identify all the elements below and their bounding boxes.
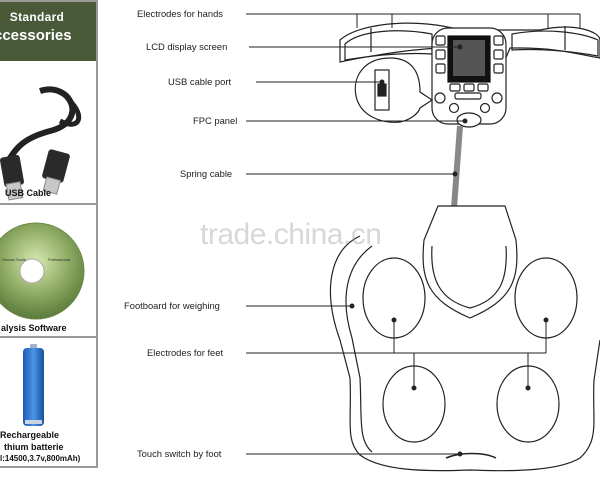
button — [491, 92, 503, 104]
usb-cable-icon — [0, 86, 82, 201]
label-footboard: Footboard for weighing — [124, 300, 220, 311]
battery-icon — [23, 344, 44, 426]
button — [448, 102, 460, 114]
usb-cable-caption: USB Cable — [5, 188, 52, 198]
label-usb-port: USB cable port — [168, 76, 232, 87]
panel-divider — [0, 203, 96, 205]
label-electrodes-hands: Electrodes for hands — [137, 8, 223, 19]
software-cd-icon: Human Scale Professional — [0, 222, 85, 320]
footboard — [329, 235, 600, 472]
label-lcd-screen: LCD display screen — [146, 41, 228, 52]
label-fpc-panel: FPC panel — [193, 115, 238, 126]
usb-port-bubble — [354, 57, 434, 123]
button — [479, 102, 491, 114]
label-touch-switch: Touch switch by foot — [137, 448, 222, 459]
label-electrodes-feet: Electrodes for feet — [147, 347, 224, 358]
cable-holder — [422, 205, 518, 319]
svg-text:Human Scale: Human Scale — [2, 257, 27, 262]
fpc-panel — [456, 112, 482, 128]
button — [434, 92, 446, 104]
accessories-header: Standard ccessories — [0, 2, 96, 61]
label-spring-cable: Spring cable — [180, 168, 233, 179]
battery-caption-line2: thium batterie — [4, 442, 64, 452]
accessories-panel: Standard ccessories USB Cable Human Scal… — [0, 0, 98, 468]
watermark: trade.china.cn — [200, 218, 382, 251]
right-hand-electrode — [511, 30, 599, 57]
svg-text:Professional: Professional — [48, 257, 70, 262]
accessories-header-line2: ccessories — [0, 27, 72, 44]
battery-caption-line3: l:14500,3.7v,800mAh) — [0, 454, 81, 463]
battery-caption-line1: Rechargeable — [0, 430, 60, 440]
accessories-header-line1: Standard — [9, 10, 65, 24]
panel-divider — [0, 336, 96, 338]
touch-switch — [445, 452, 497, 459]
software-caption: alysis Software — [1, 323, 67, 333]
